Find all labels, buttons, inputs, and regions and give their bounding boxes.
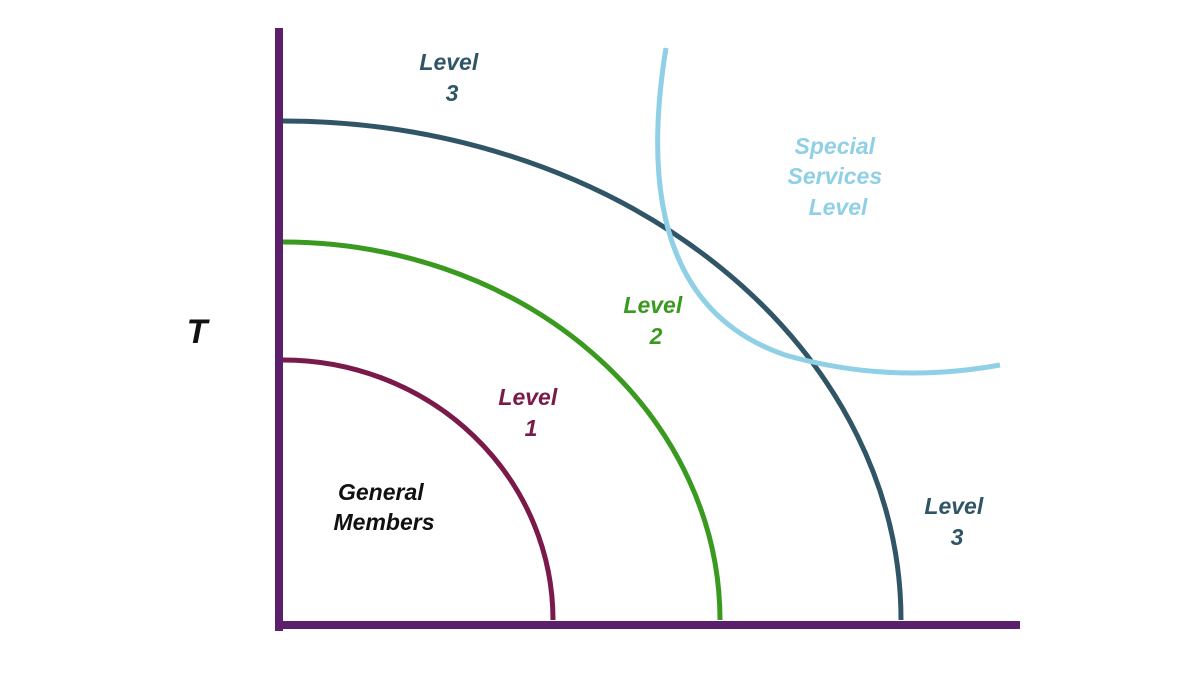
level-1-label: Level 1 (498, 384, 563, 441)
level-2-label: Level 2 (623, 292, 688, 349)
special-services-arc (655, 47, 1001, 376)
level-3-arc (282, 118, 904, 621)
level-3-right-label: Level 3 (924, 493, 989, 550)
level-2-arc (282, 239, 723, 621)
axis-label-t: T (187, 313, 211, 351)
level-3-top-label: Level 3 (419, 49, 484, 106)
level-1-arc (282, 357, 556, 621)
general-members-label: General Members (334, 479, 435, 535)
special-services-label: Special Services Level (787, 133, 888, 220)
